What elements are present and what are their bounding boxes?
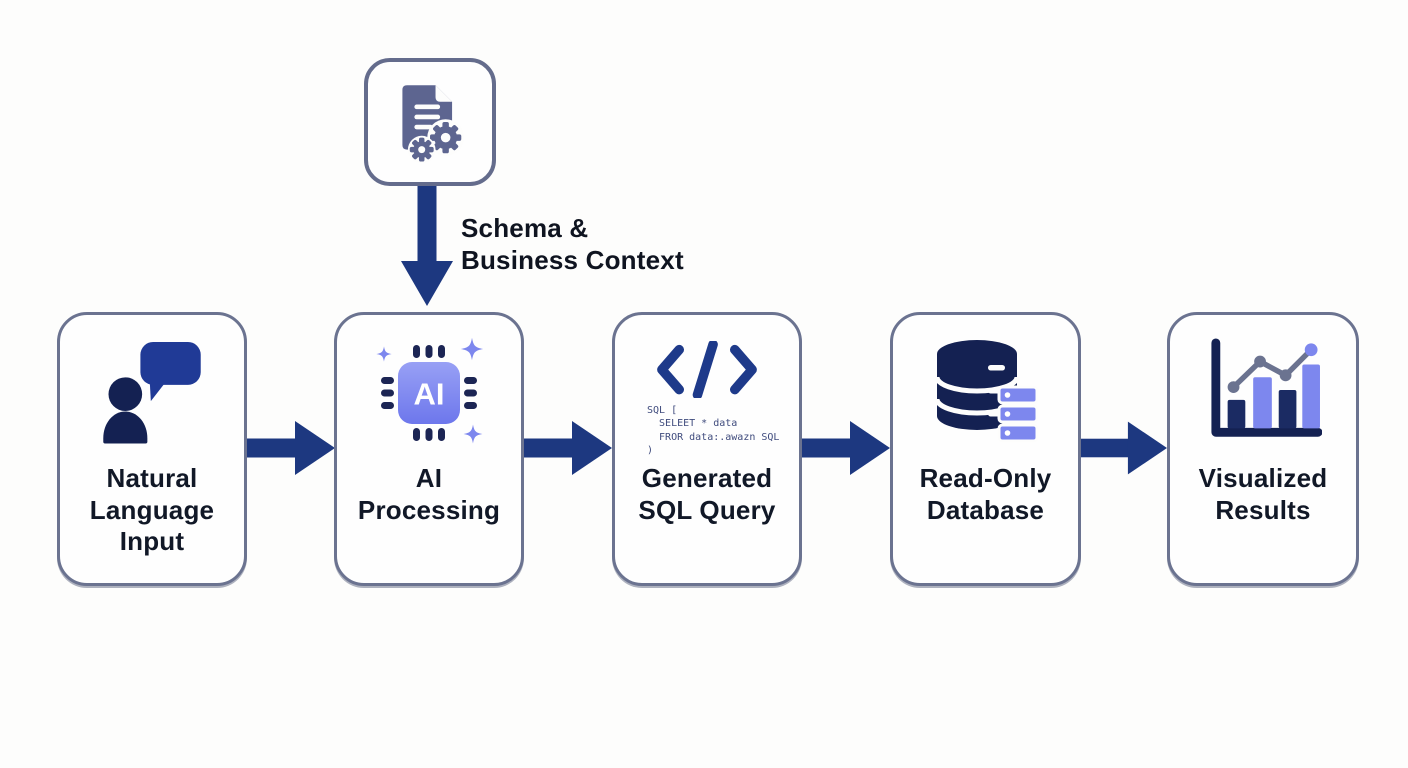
arrow-right-icon	[247, 421, 335, 475]
node-generated-sql-query: SQL [ SELEET * data FROR data:.awazn SQL…	[612, 312, 802, 586]
bar-chart-icon	[1211, 338, 1322, 437]
node-ai-processing: AI AI Processing	[334, 312, 524, 586]
chip-text: AI	[414, 377, 445, 412]
node-read-only-database: Read-Only Database	[890, 312, 1081, 586]
node-label: Generated SQL Query	[638, 463, 776, 525]
user-chat-icon	[103, 341, 201, 444]
node-natural-language-input: Natural Language Input	[57, 312, 247, 586]
arrow-right-icon	[802, 421, 890, 475]
code-brackets-icon	[657, 341, 757, 399]
node-label: AI Processing	[357, 463, 501, 525]
node-label: Read-Only Database	[919, 463, 1052, 525]
database-icon	[934, 340, 1038, 443]
icon-area	[1170, 329, 1356, 457]
ai-chip-icon: AI	[376, 337, 484, 444]
document-gears-icon	[402, 85, 465, 164]
node-schema-business-context	[364, 58, 496, 186]
arrow-right-icon	[524, 421, 612, 475]
arrow-down-icon	[401, 186, 453, 306]
arrow-right-icon	[1081, 421, 1167, 475]
icon-area: AI	[337, 329, 521, 457]
sql-code-snippet: SQL [ SELEET * data FROR data:.awazn SQL…	[647, 405, 780, 456]
node-label: Natural Language Input	[89, 463, 215, 557]
node-visualized-results: Visualized Results	[1167, 312, 1359, 586]
sparkle-icon	[376, 337, 484, 444]
node-label: Visualized Results	[1198, 463, 1328, 525]
context-arrow-label: Schema & Business Context	[461, 213, 684, 275]
icon-area: SQL [ SELEET * data FROR data:.awazn SQL…	[615, 329, 799, 457]
icon-area	[893, 329, 1078, 457]
server-stack-icon	[997, 385, 1038, 443]
icon-area	[60, 329, 244, 457]
